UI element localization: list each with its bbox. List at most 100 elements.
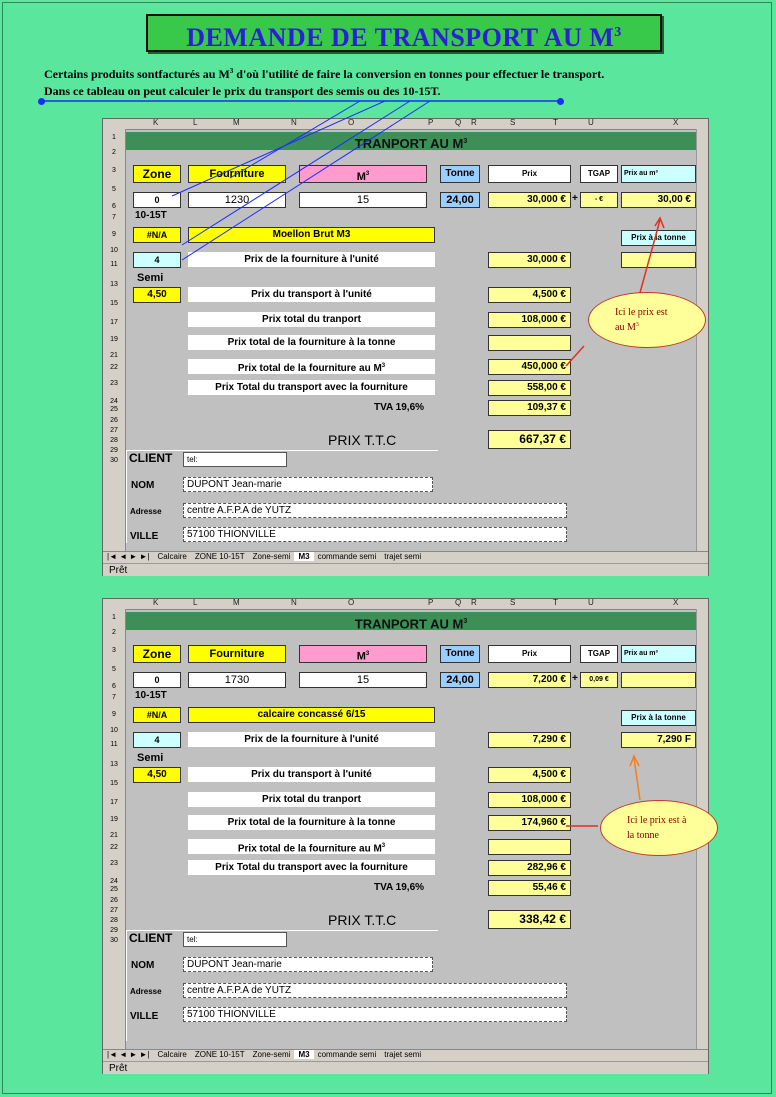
row-number[interactable]: 27 (110, 427, 118, 434)
adresse-field[interactable]: centre A.F.P.A de YUTZ (183, 983, 567, 998)
value-total-fourniture-tonne[interactable]: 174,960 € (488, 815, 571, 831)
column-header[interactable]: X (673, 118, 679, 127)
row-number[interactable]: 26 (110, 897, 118, 904)
value-total-transport-fourniture[interactable]: 282,96 € (488, 860, 571, 876)
column-header[interactable]: S (510, 598, 516, 607)
prix-value-cell[interactable]: 30,000 € (488, 192, 571, 208)
row-number[interactable]: 22 (110, 844, 118, 851)
row-number[interactable]: 11 (110, 741, 118, 748)
column-header[interactable]: P (428, 118, 434, 127)
row-number[interactable]: 11 (110, 261, 118, 268)
row-number[interactable]: 7 (112, 214, 116, 221)
tel-field[interactable]: tel: (183, 932, 287, 947)
sheet-tab[interactable]: commande semi (317, 1050, 377, 1059)
column-header[interactable]: O (348, 598, 355, 607)
prix-au-m3-header[interactable]: Prix au m³ (621, 645, 696, 663)
column-header[interactable]: U (588, 118, 594, 127)
sheet-tab[interactable]: trajet semi (384, 552, 422, 561)
row-number[interactable]: 25 (110, 406, 118, 413)
prix-a-la-tonne-header[interactable]: Prix à la tonne (621, 230, 696, 246)
value-total-fourniture-tonne[interactable] (488, 335, 571, 351)
tonne-value-cell[interactable]: 24,00 (440, 672, 480, 688)
row-number[interactable]: 17 (110, 319, 118, 326)
tonne-header[interactable]: Tonne (440, 165, 480, 183)
prix-au-m3-header[interactable]: Prix au m³ (621, 165, 696, 183)
value-total-transport[interactable]: 108,000 € (488, 792, 571, 808)
row-number[interactable]: 22 (110, 364, 118, 371)
value-ttc[interactable]: 667,37 € (488, 430, 571, 449)
fourniture-header[interactable]: Fourniture (188, 165, 286, 183)
sheet-tab[interactable]: trajet semi (384, 1050, 422, 1059)
row-number[interactable]: 19 (110, 816, 118, 823)
row-number[interactable]: 29 (110, 447, 118, 454)
sheet-tab[interactable]: Calcaire (157, 1050, 187, 1059)
row-number[interactable]: 23 (110, 860, 118, 867)
sheet-tab[interactable]: ZONE 10-15T (194, 1050, 245, 1059)
ville-field[interactable]: 57100 THIONVILLE (183, 527, 567, 542)
semi-value-cell[interactable]: 4,50 (133, 767, 181, 783)
zone-value-cell[interactable]: 0 (133, 192, 181, 208)
row-number[interactable]: 9 (112, 711, 116, 718)
row-number[interactable]: 13 (110, 761, 118, 768)
tgap-value-cell[interactable]: 0,09 € (580, 672, 618, 688)
row-number[interactable]: 15 (110, 300, 118, 307)
na-cell[interactable]: #N/A (133, 227, 181, 243)
column-header[interactable]: U (588, 598, 594, 607)
value-fourniture-unite[interactable]: 7,290 € (488, 732, 571, 748)
column-header[interactable]: Q (455, 118, 462, 127)
tgap-value-cell[interactable]: - € (580, 192, 618, 208)
semi-value-cell[interactable]: 4,50 (133, 287, 181, 303)
row-number[interactable]: 3 (112, 647, 116, 654)
na-cell[interactable]: #N/A (133, 707, 181, 723)
row-number[interactable]: 29 (110, 927, 118, 934)
m3-header[interactable]: M3 (299, 165, 427, 183)
row-number[interactable]: 2 (112, 629, 116, 636)
tgap-header[interactable]: TGAP (580, 645, 618, 663)
sheet-tab[interactable]: M3 (294, 1050, 314, 1059)
value-prix-tonne[interactable]: 7,290 F (621, 732, 696, 748)
prix-au-m3-value-cell[interactable] (621, 672, 696, 688)
row-number[interactable]: 10 (110, 247, 118, 254)
sheet-tab[interactable]: commande semi (317, 552, 377, 561)
sheet-tab[interactable]: Calcaire (157, 552, 187, 561)
prix-a-la-tonne-header[interactable]: Prix à la tonne (621, 710, 696, 726)
zone-header[interactable]: Zone (133, 165, 181, 183)
value-tva[interactable]: 55,46 € (488, 880, 571, 896)
column-header[interactable]: K (153, 118, 159, 127)
product-name-cell[interactable]: calcaire concassé 6/15 (188, 707, 435, 723)
nom-field[interactable]: DUPONT Jean-marie (183, 957, 433, 972)
row-number[interactable]: 5 (112, 186, 116, 193)
column-header[interactable]: L (193, 118, 198, 127)
zone-value-cell[interactable]: 0 (133, 672, 181, 688)
row-number[interactable]: 25 (110, 886, 118, 893)
row-number[interactable]: 17 (110, 799, 118, 806)
zone-header[interactable]: Zone (133, 645, 181, 663)
row-number[interactable]: 1 (112, 134, 116, 141)
row-number[interactable]: 28 (110, 437, 118, 444)
column-header[interactable]: P (428, 598, 434, 607)
column-header[interactable]: S (510, 118, 516, 127)
column-header[interactable]: M (233, 598, 240, 607)
row-number[interactable]: 28 (110, 917, 118, 924)
column-header[interactable]: N (291, 598, 297, 607)
row-number[interactable]: 26 (110, 417, 118, 424)
prix-header[interactable]: Prix (488, 165, 571, 183)
row-number[interactable]: 10 (110, 727, 118, 734)
sheet-tab[interactable]: ZONE 10-15T (194, 552, 245, 561)
value-fourniture-unite[interactable]: 30,000 € (488, 252, 571, 268)
row-number[interactable]: 24 (110, 398, 118, 405)
tonne-value-cell[interactable]: 24,00 (440, 192, 480, 208)
column-header[interactable]: T (553, 598, 558, 607)
row-number[interactable]: 1 (112, 614, 116, 621)
sheet-tab[interactable]: Zone-semi (252, 1050, 291, 1059)
m3-value-cell[interactable]: 15 (299, 192, 427, 208)
product-name-cell[interactable]: Moellon Brut M3 (188, 227, 435, 243)
row-number[interactable]: 27 (110, 907, 118, 914)
column-header[interactable]: T (553, 118, 558, 127)
sheet-tab[interactable]: M3 (294, 552, 314, 561)
row-number[interactable]: 9 (112, 231, 116, 238)
column-header[interactable]: O (348, 118, 355, 127)
value-total-transport[interactable]: 108,000 € (488, 312, 571, 328)
prix-au-m3-value-cell[interactable]: 30,00 € (621, 192, 696, 208)
row-number[interactable]: 6 (112, 683, 116, 690)
